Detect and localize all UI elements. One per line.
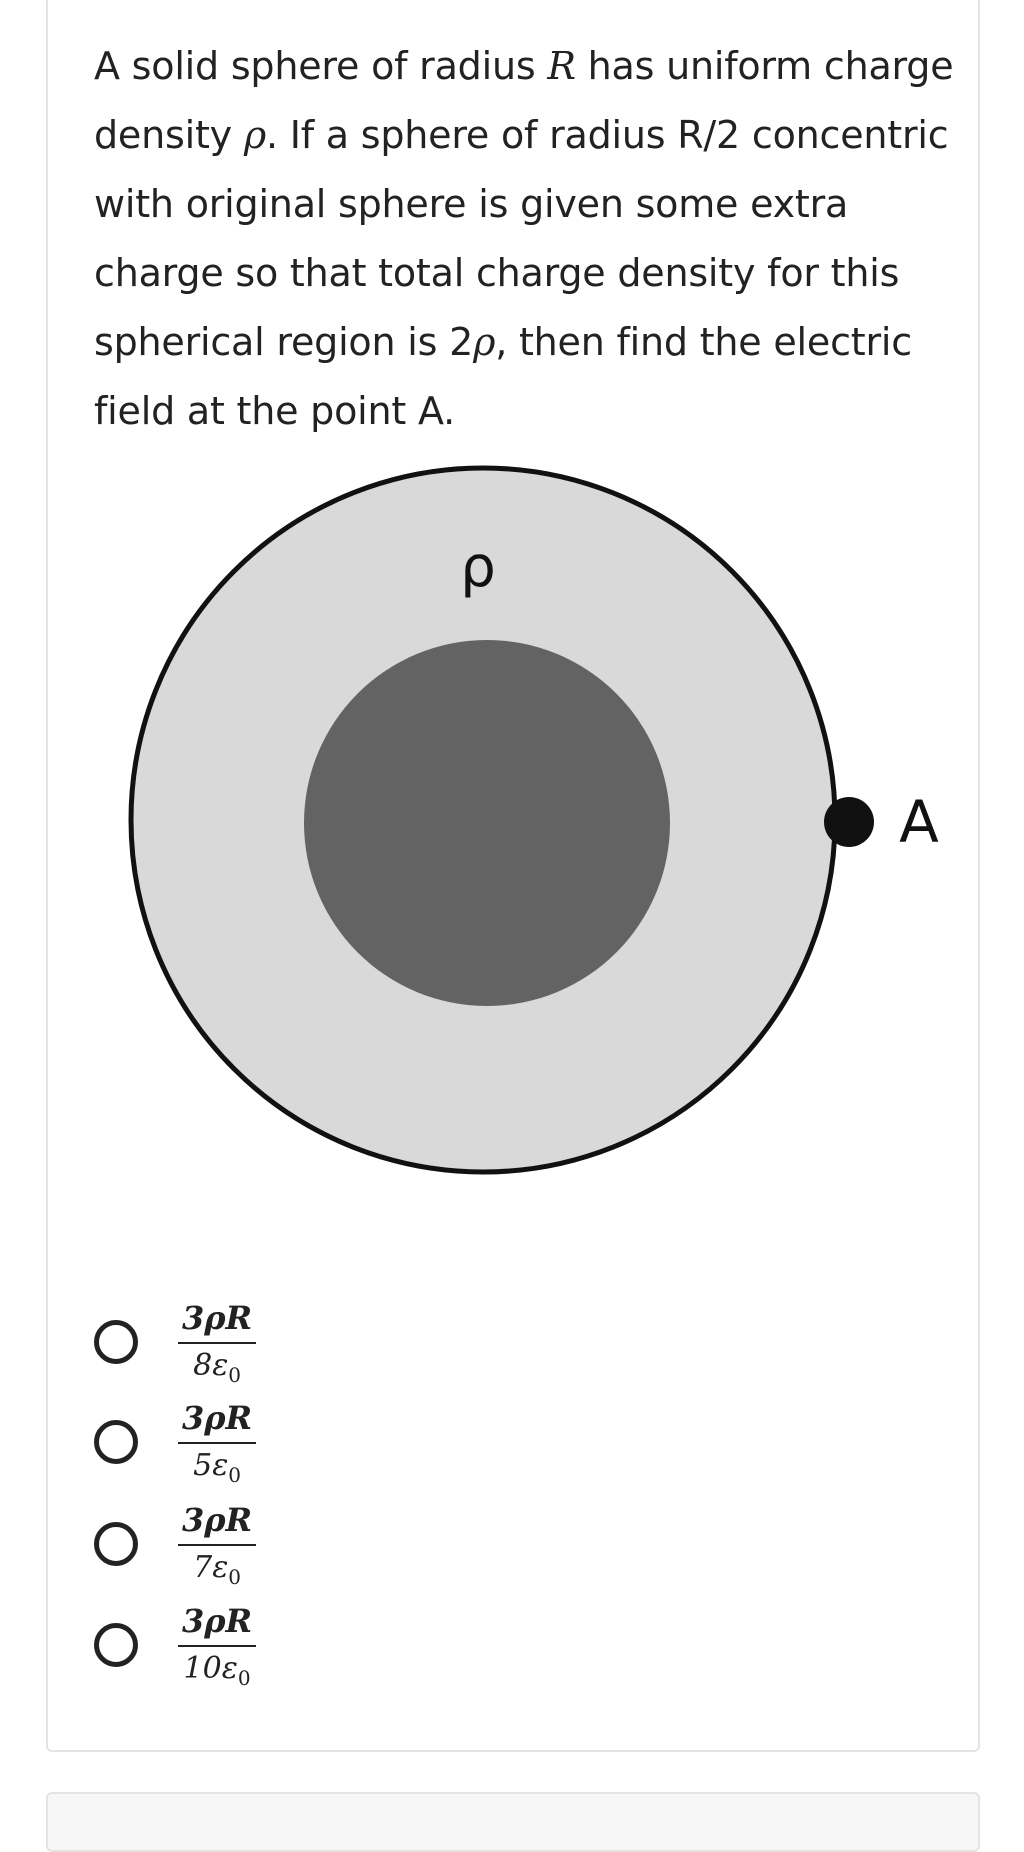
fraction-bar xyxy=(178,1442,257,1444)
formula-numerator: 3ρR xyxy=(182,1602,253,1640)
radio-button[interactable] xyxy=(94,1522,138,1566)
formula-numerator: 3ρR xyxy=(182,1501,253,1539)
option-formula: 3ρR 7ε0 xyxy=(178,1500,257,1597)
option-formula: 3ρR 5ε0 xyxy=(178,1398,257,1495)
formula-denominator: 5ε0 xyxy=(193,1448,242,1487)
point-a-marker xyxy=(824,797,874,847)
formula-numerator: 3ρR xyxy=(182,1399,253,1437)
formula-denominator: 7ε0 xyxy=(193,1550,242,1589)
formula-denominator: 10ε0 xyxy=(183,1651,251,1690)
option-2[interactable]: 3ρR 5ε0 xyxy=(94,1398,394,1488)
option-formula: 3ρR 10ε0 xyxy=(178,1601,257,1698)
next-question-card xyxy=(46,1792,980,1852)
point-a-label: A xyxy=(899,788,939,856)
inner-sphere xyxy=(304,640,670,1006)
sphere-diagram: ρ A xyxy=(128,465,939,1175)
formula-numerator: 3ρR xyxy=(182,1299,253,1337)
option-formula: 3ρR 8ε0 xyxy=(178,1298,257,1395)
option-3[interactable]: 3ρR 7ε0 xyxy=(94,1500,394,1590)
radio-button[interactable] xyxy=(94,1320,138,1364)
fraction-bar xyxy=(178,1645,257,1647)
option-1[interactable]: 3ρR 8ε0 xyxy=(94,1298,394,1388)
question-text: A solid sphere of radius R has uniform c… xyxy=(94,44,954,433)
fraction-bar xyxy=(178,1544,257,1546)
outer-density-label: ρ xyxy=(460,535,496,600)
formula-denominator: 8ε0 xyxy=(193,1348,242,1387)
radio-button[interactable] xyxy=(94,1623,138,1667)
option-4[interactable]: 3ρR 10ε0 xyxy=(94,1601,394,1691)
radio-button[interactable] xyxy=(94,1420,138,1464)
fraction-bar xyxy=(178,1342,257,1344)
